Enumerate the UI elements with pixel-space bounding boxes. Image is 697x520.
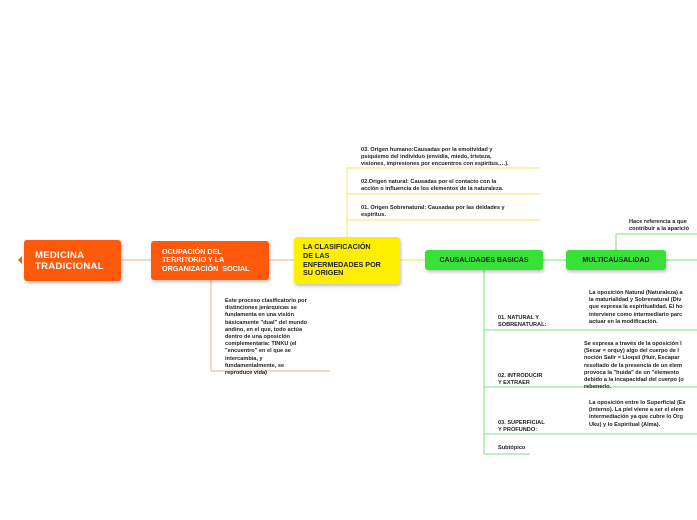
node-ocupacion-territorio[interactable]: OCUPACIÓN DEL TERRITORIO Y LA ORGANIZACI… (151, 241, 269, 280)
origin-item-humano[interactable]: 03. Origen humano:Causadas por la emotiv… (361, 147, 509, 168)
node-causalidades-label: CAUSALIDADES BASICAS (439, 256, 529, 264)
branch-text-introducir-extraer[interactable]: Se expresa a través de la oposición I (S… (584, 341, 684, 391)
connector-clasificacion-origins (346, 167, 540, 237)
branch-label-superficial-profundo[interactable]: 03. SUPERFICIAL Y PROFUNDO: (498, 420, 545, 434)
connector-branch-underlines (580, 329, 697, 435)
node-clasificacion-label: LA CLASIFICACIÓN DE LAS ENFERMEDADES POR… (303, 242, 381, 278)
node-causalidades-basicas[interactable]: CAUSALIDADES BASICAS (425, 250, 543, 270)
branch-label-introducir-extraer[interactable]: 02. INTRODUCIR Y EXTRAER (498, 373, 543, 387)
connector-causalidades-branches (483, 270, 580, 455)
root-node-medicina-tradicional[interactable]: MEDICINA TRADICIONAL (24, 240, 121, 281)
root-collapse-marker[interactable] (18, 256, 22, 264)
origin-item-sobrenatural[interactable]: 01. Origen Sobrenatural: Causadas por la… (361, 205, 505, 219)
node-multicausalidad[interactable]: MULTICAUSALIDAD (566, 250, 666, 270)
multicausalidad-note-text[interactable]: Hace referencia a que contribuir a la ap… (629, 219, 689, 233)
node-clasificacion-enfermedades[interactable]: LA CLASIFICACIÓN DE LAS ENFERMEDADES POR… (294, 237, 400, 284)
node-multicausalidad-label: MULTICAUSALIDAD (582, 256, 650, 264)
root-node-label: MEDICINA TRADICIONAL (35, 249, 104, 272)
branch-label-subtopico[interactable]: Subtópico (498, 445, 526, 451)
origin-item-natural[interactable]: 02.Origen natural: Causadas por el conta… (361, 179, 504, 193)
branch-text-natural-sobrenatural[interactable]: La oposición Natural (Naturaleza) a la m… (589, 290, 683, 325)
ocupacion-note-text[interactable]: Este proceso clasificatorio por distinci… (225, 298, 308, 377)
connector-ocupacion-note (210, 280, 330, 372)
node-ocupacion-label: OCUPACIÓN DEL TERRITORIO Y LA ORGANIZACI… (162, 246, 250, 273)
branch-label-natural-sobrenatural[interactable]: 01. NATURAL Y SOBRENATURAL: (498, 315, 547, 329)
connector-multicausalidad-note (615, 233, 697, 250)
branch-text-superficial-profundo[interactable]: La oposición entre lo Superficial (Ex (i… (589, 400, 686, 428)
